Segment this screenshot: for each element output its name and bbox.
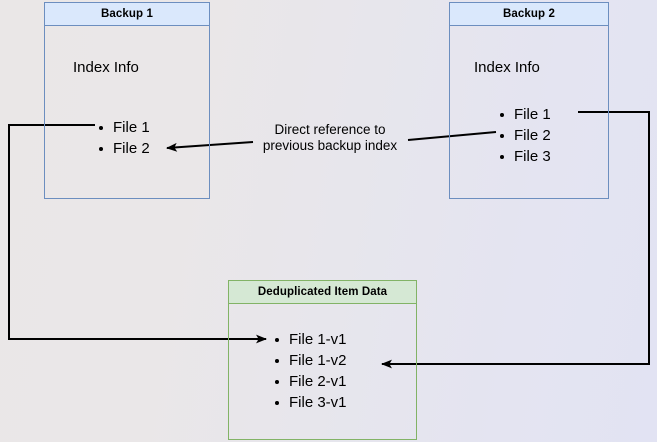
dedup-file-list: File 1-v1 File 1-v2 File 2-v1 File 3-v1 <box>273 329 347 413</box>
backup-1-index-info-label: Index Info <box>73 59 139 76</box>
list-item: File 2 <box>498 125 551 146</box>
node-backup-1-body: Index Info File 1 File 2 <box>45 26 209 198</box>
node-backup-1[interactable]: Backup 1 Index Info File 1 File 2 <box>44 2 210 199</box>
node-backup-2-body: Index Info File 1 File 2 File 3 <box>450 26 608 198</box>
list-item: File 1-v1 <box>273 329 347 350</box>
node-dedup-body: File 1-v1 File 1-v2 File 2-v1 File 3-v1 <box>229 304 416 439</box>
list-item: File 1 <box>498 104 551 125</box>
list-item: File 1-v2 <box>273 350 347 371</box>
node-dedup-header: Deduplicated Item Data <box>229 281 416 304</box>
list-item: File 1 <box>97 117 150 138</box>
node-deduplicated-item-data[interactable]: Deduplicated Item Data File 1-v1 File 1-… <box>228 280 417 440</box>
node-backup-2-header: Backup 2 <box>450 3 608 26</box>
list-item: File 2 <box>97 138 150 159</box>
edge-label-direct-reference: Direct reference to previous backup inde… <box>262 122 398 153</box>
node-backup-2[interactable]: Backup 2 Index Info File 1 File 2 File 3 <box>449 2 609 199</box>
list-item: File 3 <box>498 146 551 167</box>
backup-2-file-list: File 1 File 2 File 3 <box>498 104 551 167</box>
backup-2-index-info-label: Index Info <box>474 59 540 76</box>
backup-1-file-list: File 1 File 2 <box>97 117 150 159</box>
node-backup-1-header: Backup 1 <box>45 3 209 26</box>
list-item: File 2-v1 <box>273 371 347 392</box>
list-item: File 3-v1 <box>273 392 347 413</box>
